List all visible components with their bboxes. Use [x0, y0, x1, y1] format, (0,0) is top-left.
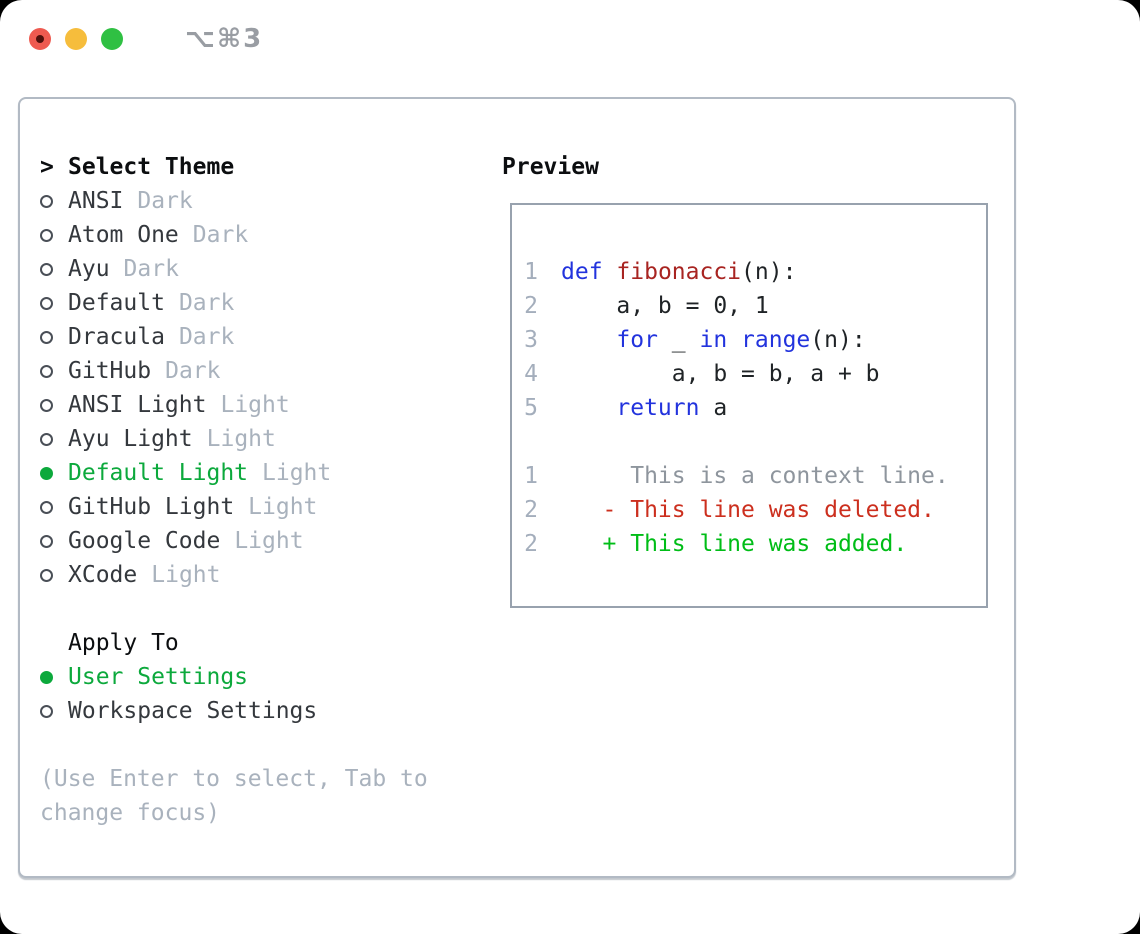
- radio-icon: [40, 296, 53, 310]
- preview-line: 1 def fibonacci(n):: [524, 255, 986, 289]
- radio-icon: [40, 704, 53, 718]
- preview-title: Preview: [502, 154, 599, 180]
- theme-variant-badge: Light: [220, 392, 290, 418]
- theme-option-github-light[interactable]: GitHub Light Light: [40, 490, 502, 524]
- theme-variant-badge: Dark: [137, 188, 193, 214]
- theme-variant-badge: Dark: [165, 358, 221, 384]
- code-text: return a: [616, 395, 728, 421]
- radio-icon: [40, 364, 53, 378]
- keyboard-hint: (Use Enter to select, Tab to change focu…: [40, 766, 428, 826]
- theme-option-ayu-light[interactable]: Ayu Light Light: [40, 422, 502, 456]
- theme-name: Default: [68, 290, 165, 316]
- theme-variant-badge: Light: [234, 528, 304, 554]
- prompt-icon: >: [40, 154, 54, 180]
- select-theme-title: Select Theme: [68, 154, 235, 180]
- theme-variant-badge: Dark: [178, 290, 235, 316]
- theme-option-atom-one[interactable]: Atom One Dark: [40, 218, 502, 252]
- theme-name: GitHub Light: [68, 494, 235, 520]
- theme-variant-badge: Dark: [123, 256, 179, 282]
- theme-variant-badge: Light: [248, 494, 318, 520]
- apply-option-workspace-settings[interactable]: Workspace Settings: [40, 694, 502, 728]
- theme-name: Atom One: [68, 222, 179, 248]
- close-button[interactable]: [29, 28, 51, 50]
- radio-icon: [40, 432, 53, 446]
- preview-line: 5 return a: [524, 391, 986, 425]
- section-gap: [40, 592, 502, 626]
- line-number: 4: [524, 361, 538, 387]
- preview-line: 4 a, b = b, a + b: [524, 357, 986, 391]
- preview-line: 2 + This line was added.: [524, 527, 986, 561]
- preview-line: 2 - This line was deleted.: [524, 493, 986, 527]
- theme-name: Google Code: [68, 528, 221, 554]
- theme-name: XCode: [68, 562, 138, 588]
- code-text: def fibonacci(n):: [561, 259, 797, 285]
- select-theme-header: > Select Theme: [40, 150, 502, 184]
- code-text: for _ in range(n):: [616, 327, 866, 353]
- line-number: 5: [524, 395, 538, 421]
- theme-option-xcode[interactable]: XCode Light: [40, 558, 502, 592]
- radio-icon: [40, 228, 53, 242]
- radio-selected-icon: [40, 670, 53, 684]
- apply-option-user-settings[interactable]: User Settings: [40, 660, 502, 694]
- theme-option-google-code[interactable]: Google Code Light: [40, 524, 502, 558]
- close-dot-icon: [36, 35, 44, 43]
- theme-option-github[interactable]: GitHub Dark: [40, 354, 502, 388]
- theme-name: ANSI: [68, 188, 124, 214]
- theme-variant-badge: Light: [262, 460, 332, 486]
- code-text: a, b = b, a + b: [561, 361, 880, 387]
- theme-variant-badge: Dark: [178, 324, 235, 350]
- theme-option-ayu[interactable]: Ayu Dark: [40, 252, 502, 286]
- window-title: ⌥⌘3: [185, 24, 264, 54]
- theme-variant-badge: Light: [151, 562, 221, 588]
- radio-icon: [40, 500, 53, 514]
- apply-to-header: Apply To: [40, 626, 502, 660]
- radio-icon: [40, 262, 53, 276]
- line-number: 2: [524, 497, 538, 523]
- preview-line: 3 for _ in range(n):: [524, 323, 986, 357]
- theme-name: Default Light: [68, 460, 249, 486]
- code-text: a, b = 0, 1: [561, 293, 769, 319]
- line-number: 2: [524, 531, 538, 557]
- theme-option-default-light[interactable]: Default Light Light: [40, 456, 502, 490]
- theme-option-ansi[interactable]: ANSI Dark: [40, 184, 502, 218]
- radio-icon: [40, 330, 53, 344]
- radio-icon: [40, 534, 53, 548]
- line-number: 2: [524, 293, 538, 319]
- theme-name: Ayu Light: [68, 426, 193, 452]
- theme-variant-badge: Light: [206, 426, 276, 452]
- maximize-button[interactable]: [101, 28, 123, 50]
- apply-option-label: User Settings: [68, 664, 249, 690]
- code-text: This is a context line.: [561, 463, 949, 489]
- theme-name: Ayu: [68, 256, 110, 282]
- preview-line: 1 This is a context line.: [524, 459, 986, 493]
- theme-option-dracula[interactable]: Dracula Dark: [40, 320, 502, 354]
- theme-name: GitHub: [68, 358, 152, 384]
- radio-icon: [40, 194, 53, 208]
- theme-option-default[interactable]: Default Dark: [40, 286, 502, 320]
- apply-to-title: Apply To: [68, 630, 179, 656]
- theme-variant-badge: Dark: [192, 222, 249, 248]
- line-number: 1: [524, 463, 538, 489]
- radio-icon: [40, 568, 53, 582]
- theme-name: Dracula: [68, 324, 165, 350]
- line-number: 1: [524, 259, 538, 285]
- preview-line: [524, 425, 986, 459]
- window-titlebar: ⌥⌘3: [29, 24, 264, 54]
- code-text: + This line was added.: [561, 531, 908, 557]
- radio-selected-icon: [40, 466, 53, 480]
- code-text: - This line was deleted.: [561, 497, 935, 523]
- theme-name: ANSI Light: [68, 392, 207, 418]
- radio-icon: [40, 398, 53, 412]
- apply-option-label: Workspace Settings: [68, 698, 318, 724]
- theme-option-ansi-light[interactable]: ANSI Light Light: [40, 388, 502, 422]
- preview-line: 2 a, b = 0, 1: [524, 289, 986, 323]
- line-number: 3: [524, 327, 538, 353]
- minimize-button[interactable]: [65, 28, 87, 50]
